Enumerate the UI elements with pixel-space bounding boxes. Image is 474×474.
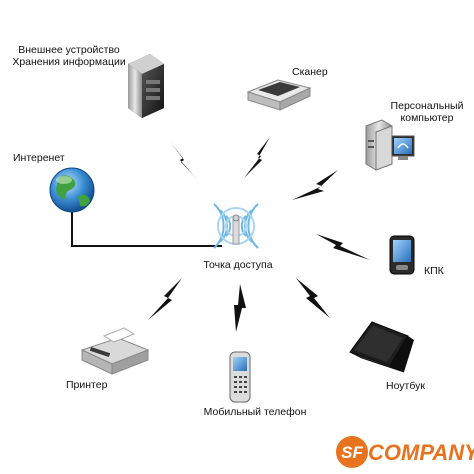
access-point-icon: [213, 203, 259, 249]
mobile-phone-label: Мобильный телефон: [203, 406, 307, 418]
lightning-bolt-laptop: [296, 278, 330, 318]
lightning-bolt-scanner: [244, 137, 270, 178]
access-point-label: Точка доступа: [203, 259, 273, 271]
mobile-phone-icon: [229, 351, 251, 403]
storage-label: Внешнее устройство Хранения информации: [12, 44, 125, 68]
lightning-bolt-pda: [316, 234, 370, 260]
pda-icon: [389, 235, 415, 275]
external-storage-icon: [128, 54, 164, 118]
pc-label-line1: Персональный: [390, 100, 464, 112]
lightning-bolt-storage: [170, 142, 196, 178]
scanner-icon: [246, 79, 312, 111]
storage-label-line1: Внешнее устройство: [18, 44, 120, 56]
lightning-bolt-phone: [234, 284, 246, 332]
storage-label-line2: Хранения информации: [12, 56, 126, 68]
pda-label: КПК: [424, 265, 444, 277]
laptop-icon: [349, 321, 414, 373]
internet-cable: [71, 212, 222, 247]
pc-label-line2: компьютер: [400, 112, 454, 124]
scanner-label: Сканер: [292, 66, 328, 78]
pc-icon: [365, 119, 415, 171]
company-logo: SF COMPANY: [336, 436, 474, 468]
lightning-bolt-printer: [148, 278, 182, 320]
laptop-label: Ноутбук: [386, 380, 425, 392]
internet-label: Интеренет: [13, 152, 65, 164]
lightning-bolt-pc: [292, 170, 338, 200]
globe-icon: [49, 167, 95, 213]
printer-label: Принтер: [66, 379, 108, 391]
logo-company-text: COMPANY: [368, 440, 474, 465]
printer-icon: [80, 327, 150, 375]
pc-label: Персональный компьютер: [391, 100, 464, 124]
wireless-links: [148, 137, 370, 332]
logo-sf-text: SF: [341, 443, 363, 462]
